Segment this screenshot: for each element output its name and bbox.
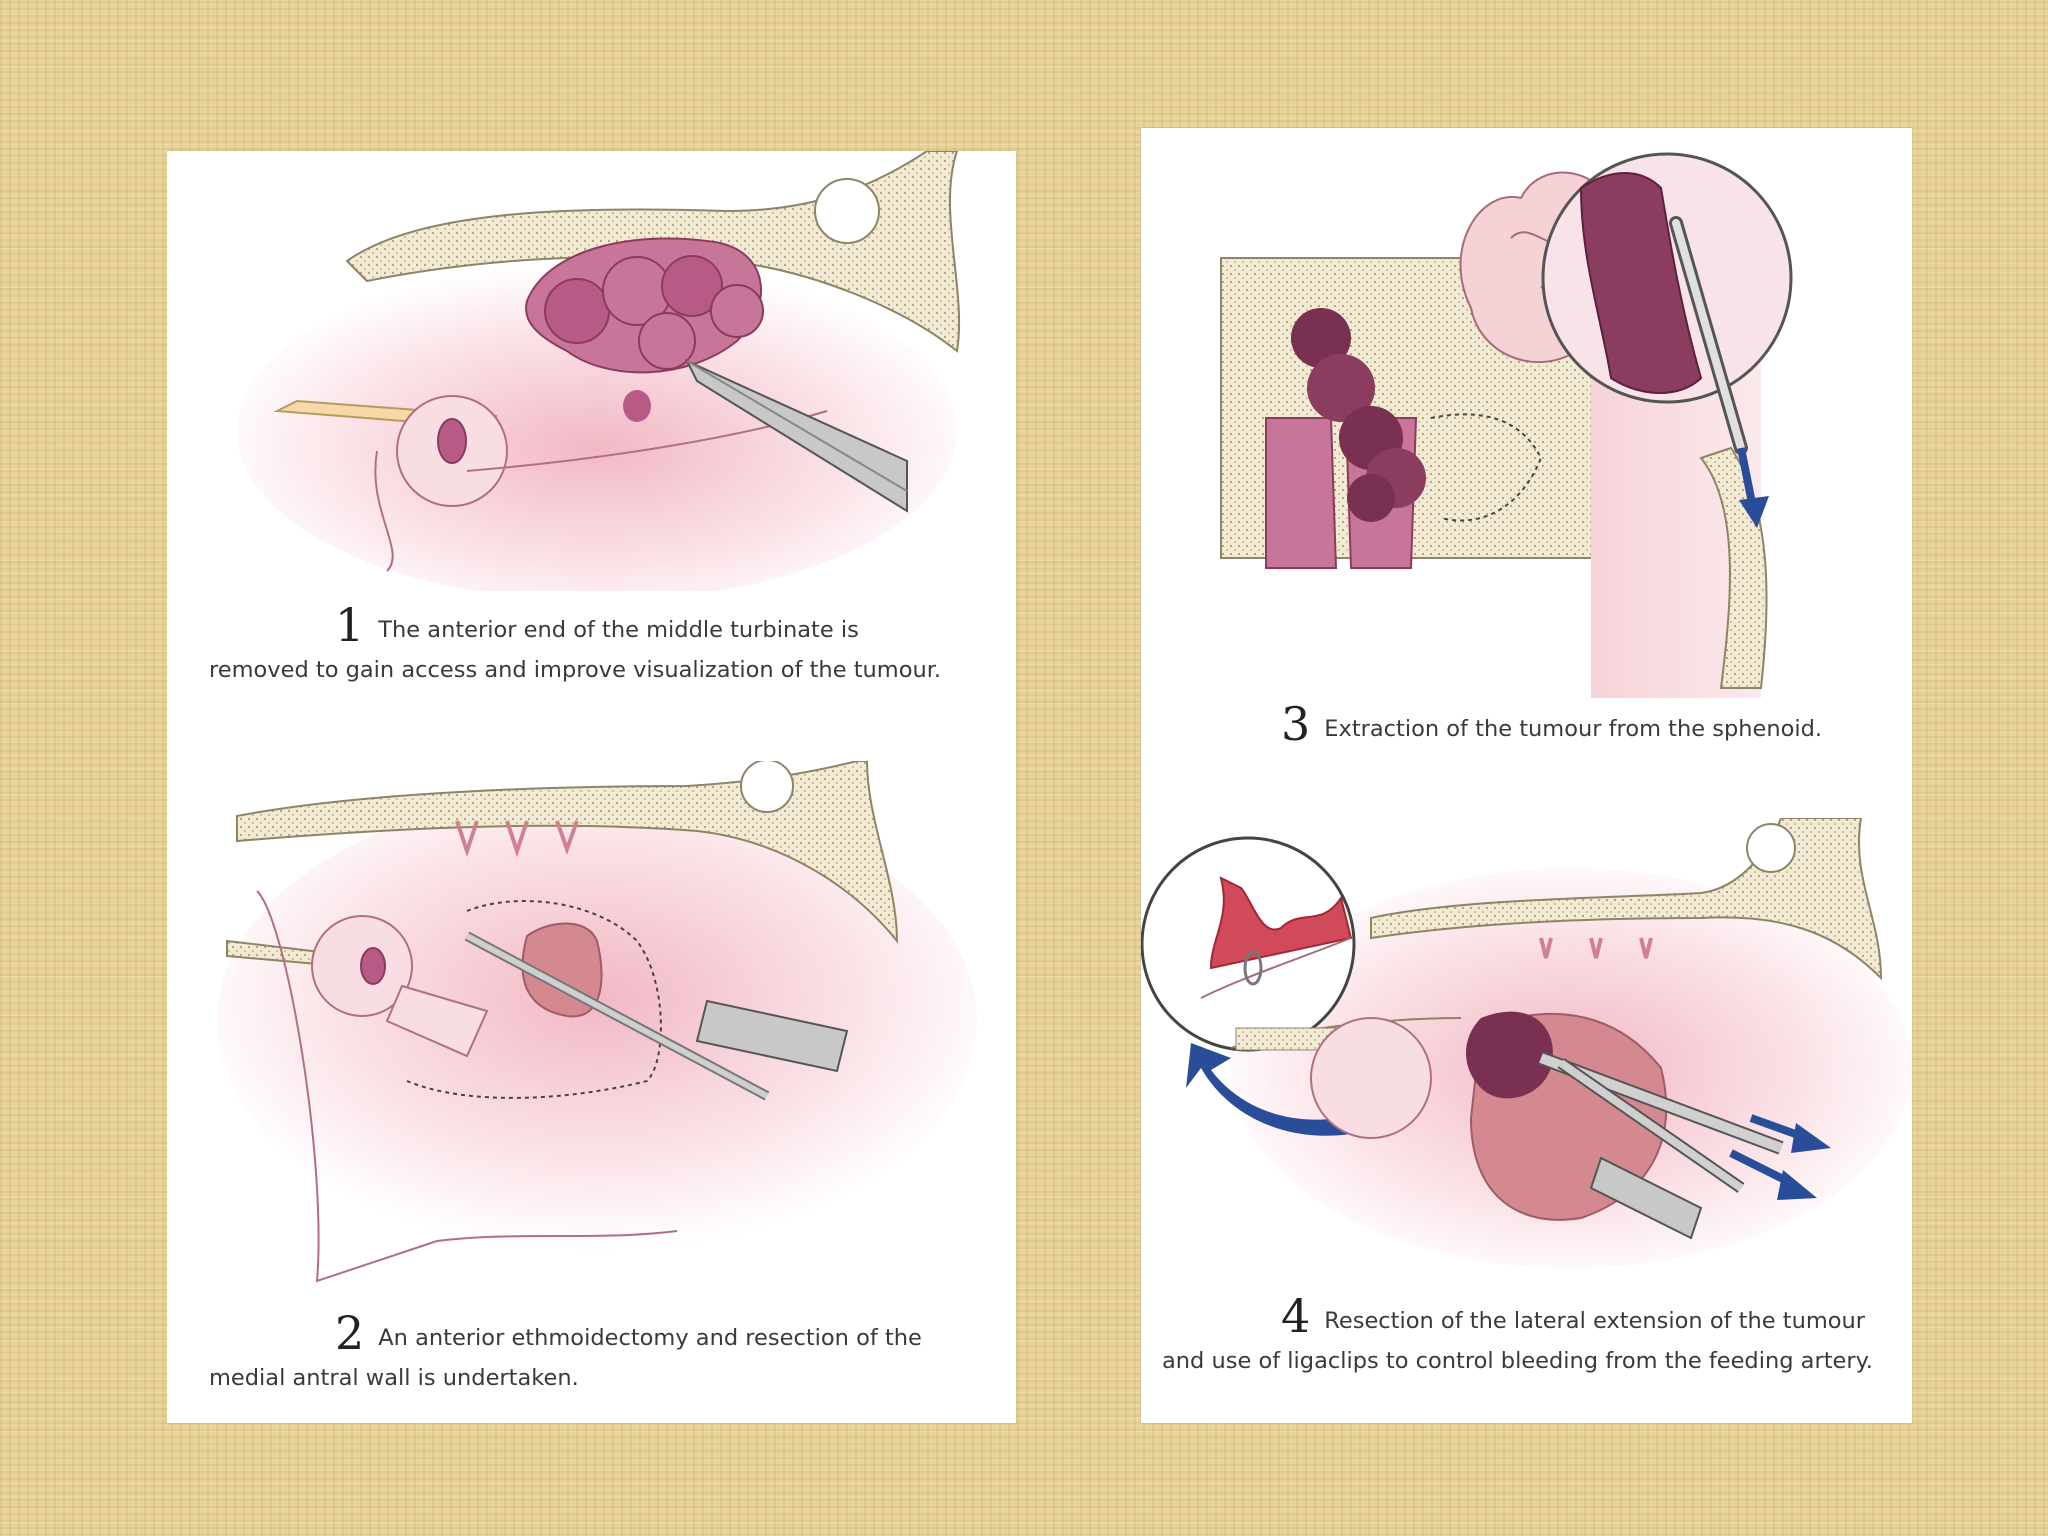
- figure-2-caption-line2: medial antral wall is undertaken.: [209, 1365, 579, 1391]
- figure-3-illustration: [1220, 152, 1793, 698]
- figure-4-caption-line1: Resection of the lateral extension of th…: [1324, 1308, 1866, 1334]
- figure-1-illustration: [237, 151, 961, 591]
- left-panel: 1 The anterior end of the middle turbinat…: [167, 151, 1016, 1423]
- right-panel: 3 Extraction of the tumour from the sphen…: [1141, 128, 1912, 1423]
- figure-4-caption-line2: and use of ligaclips to control bleeding…: [1162, 1348, 1873, 1374]
- figure-1-caption-line2: removed to gain access and improve visua…: [209, 657, 942, 683]
- figure-2-number: 2: [335, 1306, 365, 1360]
- figure-2-caption-line1: An anterior ethmoidectomy and resection …: [378, 1325, 922, 1351]
- figure-3-number: 3: [1281, 697, 1311, 751]
- figure-1-caption-line1: The anterior end of the middle turbinate…: [378, 617, 859, 643]
- figure-1-number: 1: [335, 598, 365, 652]
- figure-3-caption-line1: Extraction of the tumour from the spheno…: [1324, 716, 1823, 742]
- figure-4-illustration: [1141, 818, 1911, 1268]
- figure-4-number: 4: [1281, 1289, 1311, 1343]
- figure-2-illustration: [217, 761, 977, 1283]
